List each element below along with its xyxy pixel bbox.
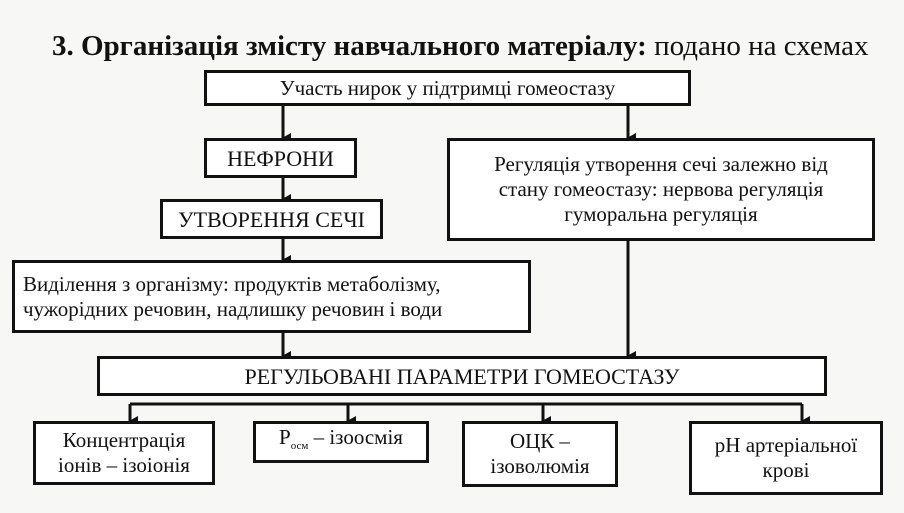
node-nephrons: НЕФРОНИ	[204, 138, 357, 178]
node-regulation: Регуляція утворення сечі залежно від ста…	[447, 138, 875, 241]
node-ions: Концентрація іонів – ізоіонія	[33, 421, 215, 485]
node-excretion: Виділення з організму: продуктів метабол…	[12, 260, 531, 333]
node-bcv: ОЦК – ізоволюмія	[462, 421, 618, 487]
node-nephrons-label: НЕФРОНИ	[227, 145, 334, 171]
node-excretion-line1: Виділення з організму: продуктів метабол…	[23, 271, 441, 296]
node-bcv-line2: ізоволюмія	[490, 454, 590, 478]
node-ions-line1: Концентрація	[62, 428, 186, 452]
osm-subscript: осм	[290, 440, 309, 453]
node-parameters-label: РЕГУЛЬОВАНІ ПАРАМЕТРИ ГОМЕОСТАЗУ	[244, 363, 680, 389]
node-ions-line2: іонів – ізоіонія	[58, 453, 190, 477]
title-normal: подано на схемах	[646, 30, 869, 62]
node-regulation-line2: стану гомеостазу: нервова регуляція	[498, 177, 824, 201]
title-bold: 3. Організація змісту навчального матері…	[52, 30, 647, 62]
node-osmolarity-label: Росм – ізоосмія	[279, 425, 403, 459]
node-urine-formation-label: УТВОРЕННЯ СЕЧІ	[178, 206, 365, 232]
node-root-label: Участь нирок у підтримці гомеостазу	[279, 75, 616, 100]
node-ph: рН артеріальної крові	[689, 421, 883, 495]
node-regulation-line1: Регуляція утворення сечі залежно від	[494, 152, 828, 176]
node-osmolarity: Росм – ізоосмія	[253, 421, 429, 463]
node-bcv-line1: ОЦК –	[509, 429, 571, 453]
osm-rest: – ізоосмія	[308, 424, 403, 449]
page-title: 3. Організація змісту навчального матері…	[52, 28, 892, 64]
node-ph-line1: рН артеріальної	[714, 433, 858, 457]
node-root: Участь нирок у підтримці гомеостазу	[204, 70, 691, 106]
node-excretion-line2: чужорідних речовин, надлишку речовин і в…	[23, 296, 443, 321]
node-regulation-line3: гуморальна регуляція	[564, 202, 758, 226]
node-parameters: РЕГУЛЬОВАНІ ПАРАМЕТРИ ГОМЕОСТАЗУ	[97, 356, 827, 396]
osm-p: Р	[279, 424, 291, 449]
node-ph-line2: крові	[762, 458, 810, 482]
node-urine-formation: УТВОРЕННЯ СЕЧІ	[160, 199, 383, 239]
